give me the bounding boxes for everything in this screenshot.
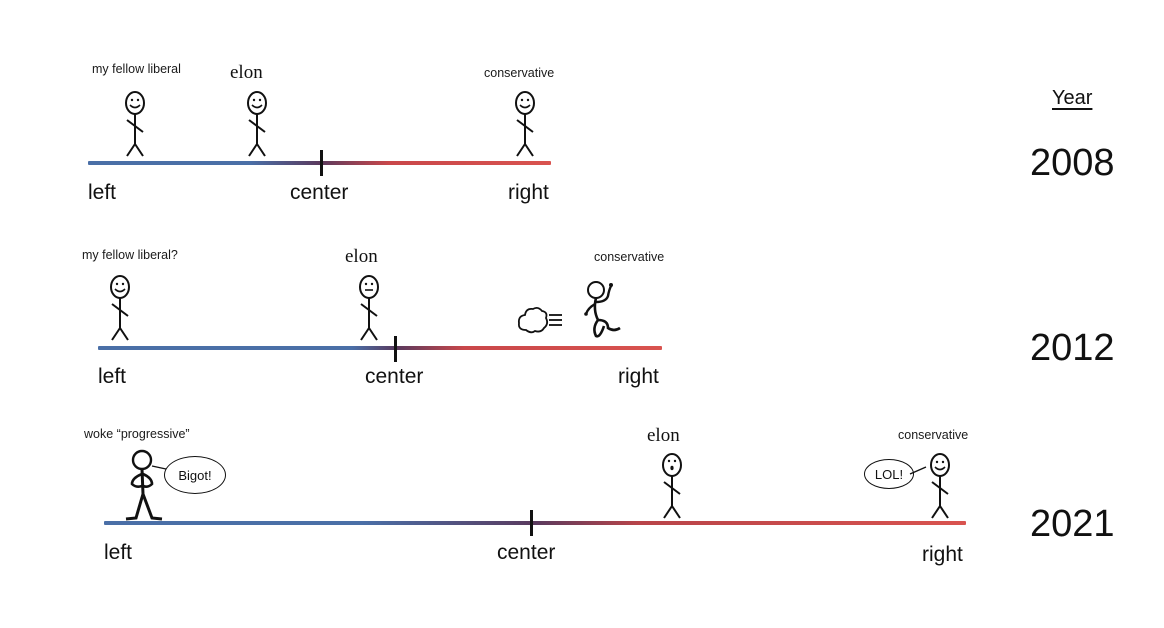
speech-tail [909,466,927,475]
stick-figure-smile-icon [247,91,267,157]
stick-figure-shocked-icon [662,453,682,519]
stick-figure-smile-icon [515,91,535,157]
spectrum-line [104,521,966,525]
axis-left-label: left [88,181,117,204]
axis-right-label: right [508,181,549,204]
stick-figure-smile-icon [125,91,145,157]
speech-bubble-bigot: Bigot! [164,456,226,494]
stick-figure-smile-icon [110,275,130,341]
speech-text: LOL! [874,466,904,482]
figure-label-conservative: conservative [594,250,665,264]
stick-figure-neutral-icon [359,275,379,341]
year-header: Year [1052,87,1093,109]
figure-label-elon: elon [647,425,680,446]
year-label: 2021 [1030,503,1115,545]
speech-text: Bigot! [178,467,212,483]
dust-cloud-icon [517,306,562,334]
axis-left-label: left [98,365,127,388]
axis-center-label: center [365,365,424,388]
axis-center-label: center [497,541,556,564]
figure-label-liberal: my fellow liberal [92,62,181,76]
axis-left-label: left [104,541,133,564]
figure-label-conservative: conservative [484,66,555,80]
figure-label-elon: elon [345,246,378,267]
year-label: 2008 [1030,142,1115,184]
center-tick [320,150,323,176]
axis-right-label: right [618,365,659,388]
spectrum-line [98,346,662,350]
running-figure-icon [584,281,621,338]
axis-right-label: right [922,543,963,566]
axis-center-label: center [290,181,349,204]
figure-label-elon: elon [230,62,263,83]
speech-tail [151,465,167,470]
stick-figure-smile-icon [930,453,950,519]
center-tick [394,336,397,362]
center-tick [530,510,533,536]
year-label: 2012 [1030,327,1115,369]
speech-bubble-lol: LOL! [864,459,914,489]
angry-stick-figure-icon [125,449,163,521]
figure-label-progressive: woke “progressive” [84,427,190,441]
figure-label-liberal: my fellow liberal? [82,248,178,262]
spectrum-line [88,161,551,165]
figure-label-conservative: conservative [898,428,969,442]
